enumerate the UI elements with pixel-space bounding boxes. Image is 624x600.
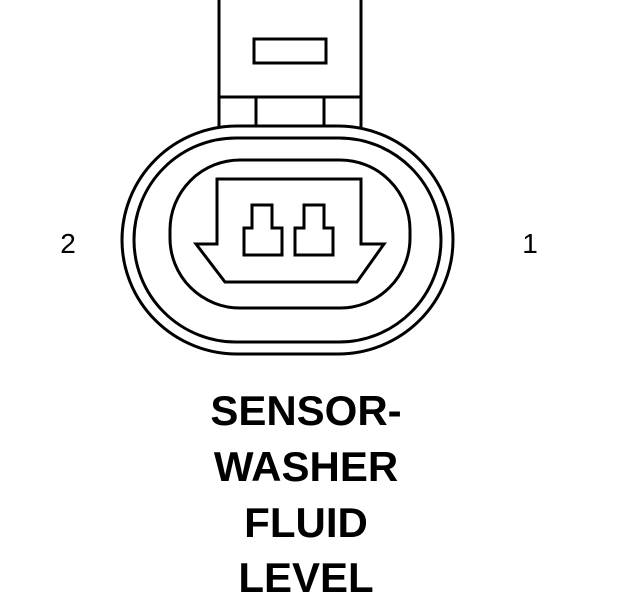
component-title: SENSOR- WASHER FLUID LEVEL bbox=[210, 387, 401, 600]
terminal-cavity bbox=[192, 177, 387, 284]
locking-tab bbox=[217, 0, 363, 128]
pin-label-2: 2 bbox=[60, 228, 76, 259]
terminal-2 bbox=[242, 203, 284, 257]
connector-face bbox=[168, 158, 412, 310]
title-line-4: LEVEL bbox=[238, 554, 373, 600]
title-line-1: SENSOR- bbox=[210, 387, 401, 434]
title-line-3: FLUID bbox=[244, 499, 368, 546]
title-line-2: WASHER bbox=[214, 443, 398, 490]
locking-tab-slot bbox=[252, 37, 328, 65]
pin-label-1: 1 bbox=[522, 228, 538, 259]
locking-tab-body bbox=[217, 0, 363, 128]
connector-housing-middle bbox=[132, 136, 443, 344]
terminal-1 bbox=[293, 203, 335, 257]
